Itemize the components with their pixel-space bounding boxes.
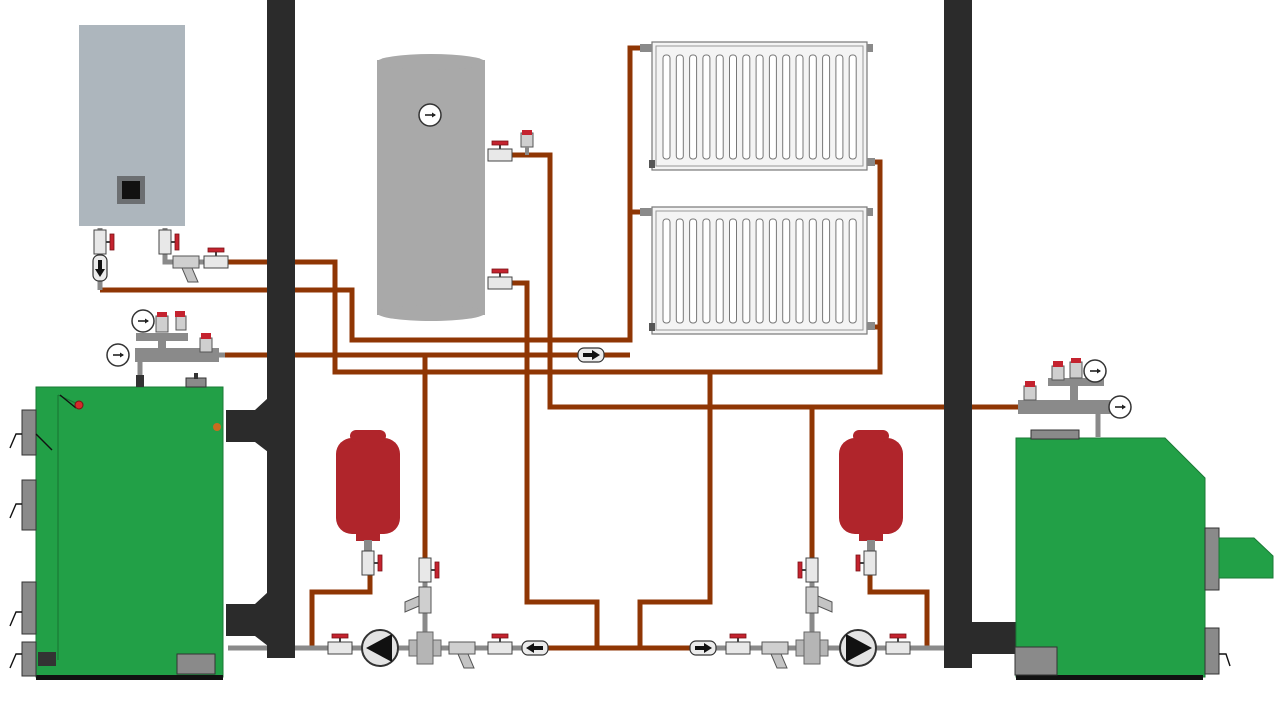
right-header-gauge-icon bbox=[1108, 395, 1132, 419]
tank-air-vent-icon bbox=[520, 130, 534, 155]
radiator-fin bbox=[729, 54, 737, 160]
radiator-fin bbox=[848, 54, 857, 160]
pipe-middle-connector bbox=[637, 372, 713, 648]
radiator-fin bbox=[675, 54, 684, 160]
radiator-fin bbox=[702, 218, 711, 324]
pipe-tank-upper bbox=[512, 152, 1020, 410]
radiator-fin bbox=[755, 54, 764, 160]
right-safety-gauge-icon bbox=[1083, 359, 1107, 383]
radiator-fin bbox=[742, 218, 751, 324]
right-boiler-lower-door bbox=[1204, 627, 1220, 675]
radiator-fin bbox=[729, 218, 737, 324]
strainer-left-bottom bbox=[448, 641, 476, 669]
flue-connector-right bbox=[972, 622, 1016, 654]
radiator-fin bbox=[689, 54, 698, 160]
radiator-fin bbox=[702, 54, 711, 160]
radiator-fin bbox=[768, 218, 777, 324]
tank-gauge-icon bbox=[418, 103, 442, 127]
radiator-lower bbox=[640, 206, 875, 335]
radiator-fin bbox=[822, 218, 831, 324]
radiator-fin bbox=[822, 54, 831, 160]
check-valve-right-bottom bbox=[689, 640, 717, 656]
left-boiler-door-4 bbox=[21, 641, 37, 677]
radiator-fin bbox=[675, 218, 684, 324]
electric-boiler bbox=[79, 25, 229, 283]
radiator-fin bbox=[715, 54, 724, 160]
left-boiler-door-1 bbox=[21, 409, 37, 456]
check-valve-electric bbox=[92, 254, 108, 282]
circulation-pump-left-icon bbox=[361, 629, 399, 667]
radiator-fin bbox=[835, 218, 844, 324]
radiator-fin bbox=[742, 54, 751, 160]
left-boiler-door-2 bbox=[21, 479, 37, 531]
chimney-left bbox=[267, 0, 295, 658]
radiator-fin bbox=[795, 218, 804, 324]
pipe-network bbox=[100, 45, 1020, 651]
expansion-tank-left bbox=[336, 430, 400, 576]
pipe-exp-right bbox=[867, 570, 930, 648]
chimney-right bbox=[944, 0, 972, 668]
radiator-fin bbox=[808, 218, 817, 324]
check-valve-header bbox=[577, 347, 605, 363]
radiator-fin bbox=[782, 218, 791, 324]
left-boiler-door-3 bbox=[21, 581, 37, 635]
radiator-fin bbox=[689, 218, 698, 324]
left-boiler-thermostat-icon bbox=[74, 400, 84, 410]
pump-group-right bbox=[689, 557, 911, 669]
pipe-exp-left bbox=[309, 570, 373, 648]
radiator-fin bbox=[662, 54, 671, 160]
circulation-pump-right-icon bbox=[839, 629, 877, 667]
safety-group-left bbox=[106, 309, 219, 367]
pump-group-left bbox=[327, 557, 549, 669]
pellet-burner bbox=[1218, 537, 1274, 579]
left-boiler-ash-door bbox=[176, 653, 216, 675]
radiator-fin bbox=[755, 218, 764, 324]
strainer-right-vertical bbox=[805, 586, 833, 614]
radiator-fin bbox=[662, 218, 671, 324]
strainer-right-bottom bbox=[761, 641, 789, 669]
right-boiler-hopper-lid bbox=[1030, 429, 1080, 440]
pipe-electric-supply bbox=[228, 159, 883, 375]
pipe-electric-return bbox=[100, 45, 645, 343]
safety-group-right bbox=[1018, 358, 1132, 419]
check-valve-left-bottom bbox=[521, 640, 549, 656]
radiator-fin bbox=[848, 218, 857, 324]
radiator-fin bbox=[768, 54, 777, 160]
radiator-fin bbox=[808, 54, 817, 160]
left-header-gauge-icon bbox=[106, 343, 130, 367]
strainer-electric bbox=[172, 255, 200, 283]
expansion-tank-right bbox=[839, 430, 903, 576]
strainer-left-vertical bbox=[404, 586, 432, 614]
radiator-fin bbox=[835, 54, 844, 160]
right-boiler-burner-door bbox=[1204, 527, 1220, 591]
pipe-tank-lower bbox=[512, 280, 600, 648]
indirect-water-heater bbox=[377, 54, 534, 321]
left-safety-gauge-icon bbox=[131, 309, 155, 333]
radiator-fin bbox=[795, 54, 804, 160]
right-boiler-ash-door bbox=[1014, 646, 1058, 676]
pellet-boiler-right bbox=[1014, 429, 1274, 680]
solid-fuel-boiler-left bbox=[9, 373, 224, 680]
radiator-fin bbox=[782, 54, 791, 160]
radiator-upper bbox=[640, 41, 875, 171]
radiator-fin bbox=[715, 218, 724, 324]
